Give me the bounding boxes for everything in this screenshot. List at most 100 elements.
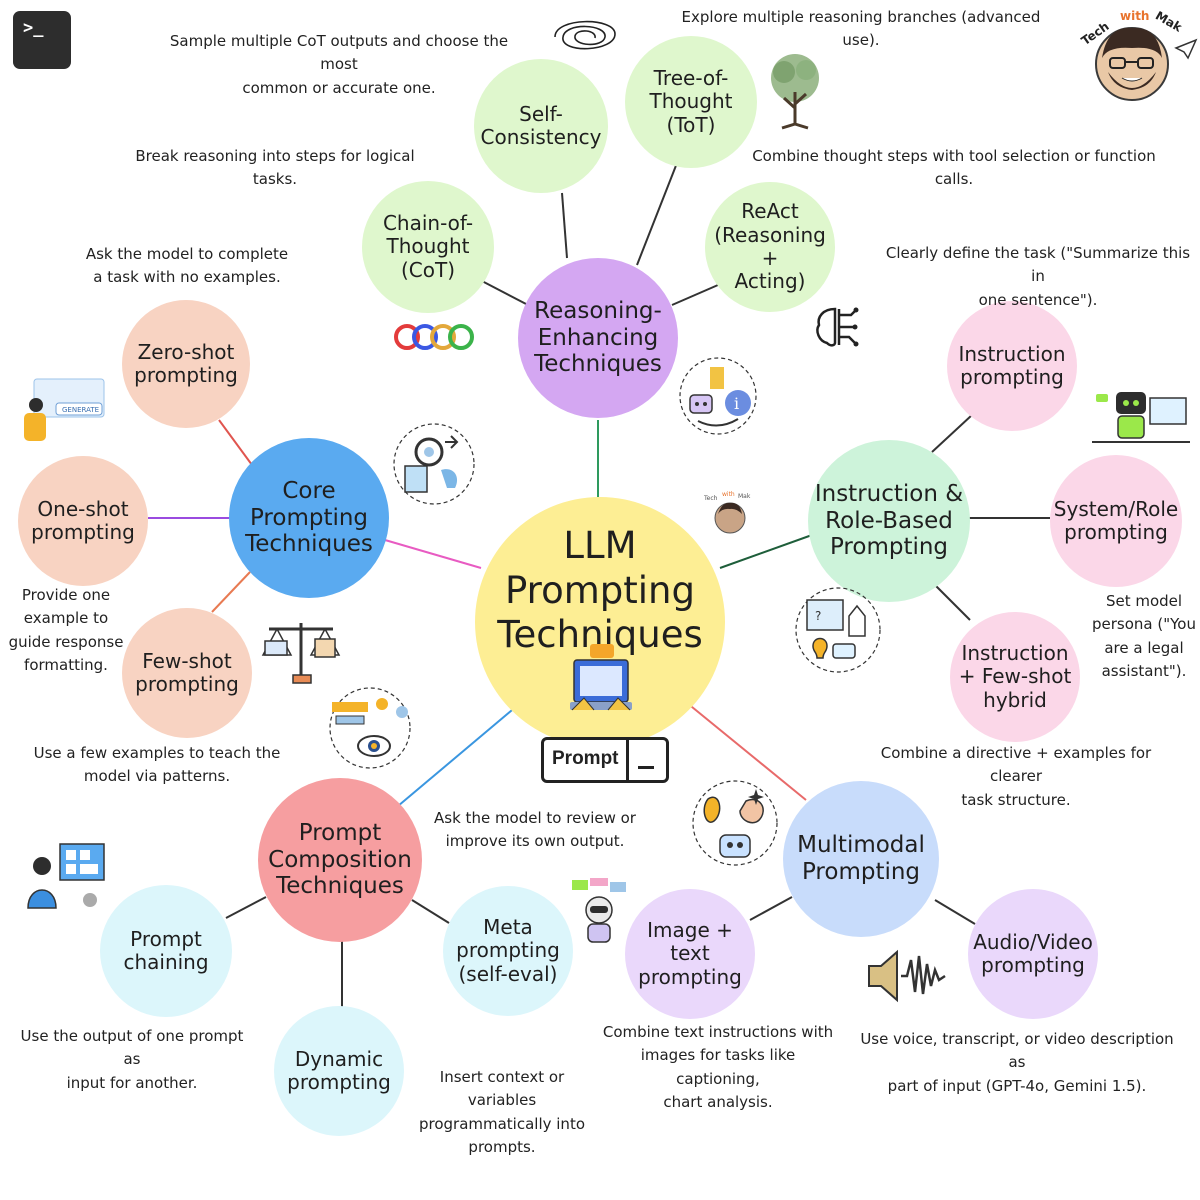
workflow-icon [329,687,411,769]
node-image-text-label: Image + text prompting [638,917,742,989]
node-core-prompting: Core Prompting Techniques [229,438,389,598]
analyst-dashboard-icon [27,843,105,909]
prompt-bar-cursor [638,766,654,769]
edge-comp-meta [411,899,450,924]
node-instruction-few-shot: Instruction + Few-shot hybrid [950,612,1080,742]
rocket-idea-icon: ? [795,587,881,673]
note-image-text: Combine text instructions with images fo… [602,1023,834,1111]
scales-icon [261,623,341,684]
brand-word-mak: Mak [1153,8,1185,35]
node-audio-video: Audio/Video prompting [968,889,1098,1019]
node-ip-label: Instruction prompting [958,341,1066,389]
node-sc-label: Self- Consistency [480,101,602,149]
node-chaining-label: Prompt chaining [123,926,209,974]
node-prompt-chaining: Prompt chaining [100,885,232,1017]
terminal-icon: >_ [13,11,71,69]
node-system-role: System/Role prompting [1050,455,1182,587]
speaker-waveform-icon [868,949,946,1003]
bot-chat-icon [572,878,626,943]
node-zero-shot: Zero-shot prompting [122,300,250,428]
svg-text:i: i [734,394,739,413]
mini-brand-with: with [722,491,735,498]
brand-word-with: with [1120,9,1149,23]
node-few-shot: Few-shot prompting [122,608,252,738]
note-one-shot: Provide one example to guide response fo… [8,586,124,674]
creative-mind-icon [692,780,778,866]
node-sys-label: System/Role prompting [1053,496,1179,544]
prompt-bar-divider [626,740,629,780]
node-audio-video-label: Audio/Video prompting [973,929,1093,977]
note-dynamic-prompting: Insert context or variables programmatic… [418,1068,586,1156]
note-prompt-chaining: Use the output of one prompt as input fo… [20,1027,244,1092]
node-prompt-composition: Prompt Composition Techniques [258,778,422,942]
generate-ui-icon: GENERATE [24,378,105,441]
node-instruction-prompting: Instruction prompting [947,301,1077,431]
node-instruction-label: Instruction & Role-Based Prompting [814,480,964,561]
node-self-consistency: Self- Consistency [474,59,608,193]
avatar-badge-icon: Tech with Mak [1079,8,1198,101]
prompt-input-bar: Prompt [541,737,669,783]
node-chain-of-thought: Chain-of- Thought (CoT) [362,181,494,313]
node-one-shot: One-shot prompting [18,456,148,586]
note-system-role: Set model persona ("You are a legal assi… [1092,592,1196,680]
node-meta-label: Meta prompting (self-eval) [456,914,560,986]
note-react: Combine thought steps with tool selectio… [752,147,1156,189]
center-title: LLM Prompting Techniques [497,524,703,657]
edge-reason-tot [636,162,678,266]
node-one-shot-label: One-shot prompting [31,496,135,544]
laptop-hands-icon [570,644,632,711]
note-instruction-prompting: Clearly define the task ("Summarize this… [885,244,1191,309]
cycle-arrows-icon [394,324,474,350]
node-react: ReAct (Reasoning + Acting) [705,182,835,312]
tree-icon [771,54,819,130]
node-dynamic-prompting: Dynamic prompting [274,1006,404,1136]
edge-reason-react [671,284,719,306]
node-tot-label: Tree-of- Thought (ToT) [649,65,733,137]
mini-brand-tech: Tech [703,495,718,502]
prompt-bar-label: Prompt [552,748,619,769]
node-ifs-label: Instruction + Few-shot hybrid [958,640,1072,712]
edge-center-comp [397,699,525,807]
node-instruction-role: Instruction & Role-Based Prompting [808,440,970,602]
note-zero-shot: Ask the model to complete a task with no… [85,245,289,287]
node-reasoning-enhancing: Reasoning- Enhancing Techniques [518,258,678,418]
edge-center-instr [719,534,813,569]
node-composition-label: Prompt Composition Techniques [268,819,412,900]
edge-multi-av [934,899,976,925]
note-instruction-few-shot: Combine a directive + examples for clear… [880,744,1152,809]
node-react-label: ReAct (Reasoning + Acting) [714,199,826,294]
edge-instr-ifs [934,584,971,621]
svg-text:GENERATE: GENERATE [62,406,99,414]
edge-reason-sc [561,192,568,259]
edge-comp-chain [225,896,267,919]
node-few-shot-label: Few-shot prompting [135,648,239,696]
node-core-label: Core Prompting Techniques [245,477,373,558]
svg-text:?: ? [815,609,821,623]
edge-reason-cot [479,279,529,306]
mini-brand-mak: Mak [738,493,751,500]
node-reasoning-label: Reasoning- Enhancing Techniques [534,297,662,378]
note-audio-video: Use voice, transcript, or video descript… [860,1030,1174,1095]
node-meta-prompting: Meta prompting (self-eval) [443,886,573,1016]
edge-core-zero [218,419,253,466]
node-zero-shot-label: Zero-shot prompting [134,339,238,387]
note-tot: Explore multiple reasoning branches (adv… [681,8,1041,50]
note-meta-prompting: Ask the model to review or improve its o… [434,809,636,851]
scribble-icon [554,20,616,50]
edge-multi-img [749,896,793,921]
robot-desk-icon [1092,392,1190,443]
gears-head-icon [393,423,475,505]
node-multimodal-label: Multimodal Prompting [797,832,925,885]
note-few-shot: Use a few examples to teach the model vi… [33,744,281,786]
note-self-consistency: Sample multiple CoT outputs and choose t… [169,32,509,97]
edge-center-core [384,539,482,569]
center-node: LLM Prompting Techniques [475,497,725,747]
brain-circuit-icon [816,307,859,347]
edge-center-multi [680,697,807,801]
node-dynamic-label: Dynamic prompting [287,1046,391,1094]
edge-instr-ip [931,414,973,453]
edge-core-few [211,571,251,613]
node-cot-label: Chain-of- Thought (CoT) [382,210,474,282]
note-cot: Break reasoning into steps for logical t… [135,147,415,189]
